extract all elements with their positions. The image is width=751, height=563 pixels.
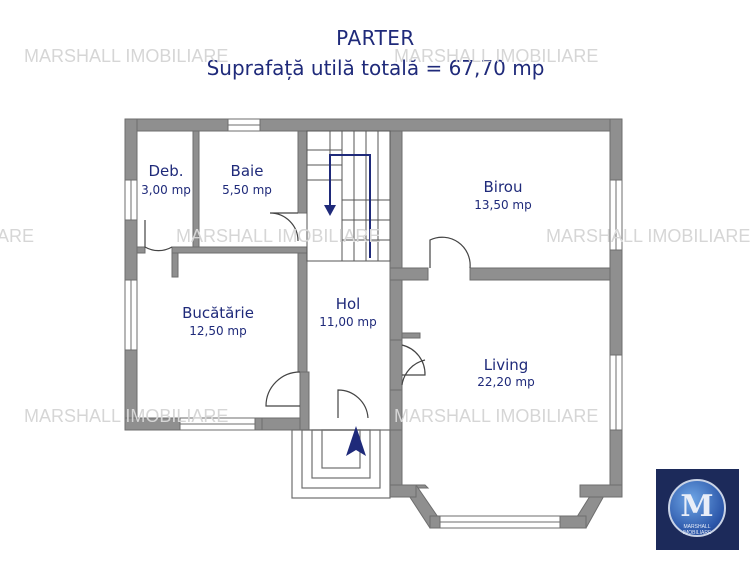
entrance-step-3	[311, 429, 371, 479]
room-hol-area: 11,00 mp	[319, 315, 377, 329]
wall-kitchen-top	[171, 246, 308, 254]
logo-emblem: M MARSHALL IMOBILIARE	[668, 479, 726, 537]
wall-deb-bottom	[136, 246, 146, 254]
plan-subtitle: Suprafață utilă totală = 67,70 mp	[206, 56, 545, 80]
wall-deb-stub	[171, 252, 179, 278]
logo-letter: M	[680, 489, 714, 524]
wall-living-bottom-left	[389, 484, 417, 498]
wall-hol-living-upper	[389, 279, 403, 341]
room-birou-area: 13,50 mp	[474, 198, 532, 212]
wall-top	[124, 118, 623, 132]
watermark-mid: MARSHALL IMOBILIARE	[176, 226, 381, 246]
door-baie	[269, 212, 299, 242]
wall-right	[609, 118, 623, 498]
wall-hol-living-lower	[389, 389, 403, 431]
room-living-area: 22,20 mp	[477, 375, 535, 389]
watermark-top-right: MARSHALL IMOBILIARE	[394, 46, 599, 66]
watermark-bottom-right: MARSHALL IMOBILIARE	[394, 406, 599, 426]
room-living-name: Living	[483, 356, 529, 374]
door-birou	[429, 236, 471, 269]
wall-left	[124, 118, 138, 431]
stair-direction-line	[329, 154, 371, 258]
door-living-2	[401, 359, 426, 386]
wall-baie-hol	[297, 130, 308, 214]
entrance-step-2	[301, 429, 381, 489]
wall-birou-bottom	[469, 267, 611, 281]
door-deb	[144, 220, 173, 252]
wall-living-bottom-right	[579, 484, 623, 498]
room-bucatarie-area: 12,50 mp	[189, 324, 247, 338]
wall-hol-kitchen	[297, 246, 308, 373]
watermark-bottom-left: MARSHALL IMOBILIARE	[24, 406, 229, 426]
wall-birou-bottom-left	[389, 267, 429, 281]
wall-stair-right	[389, 130, 403, 272]
room-bucatarie-name: Bucătărie	[182, 304, 254, 322]
room-hol-name: Hol	[335, 295, 361, 313]
door-entrance	[337, 389, 369, 419]
room-birou-name: Birou	[483, 178, 523, 196]
room-baie-area: 5,50 mp	[222, 183, 272, 197]
door-kitchen	[265, 371, 301, 407]
room-deb-name: Deb.	[148, 162, 184, 180]
watermark-mid-right: MARSHALL IMOBILIARE	[546, 226, 751, 246]
watermark-top: MARSHALL IMOBILIARE	[24, 46, 229, 66]
door-living	[401, 344, 426, 376]
brand-logo: M MARSHALL IMOBILIARE	[656, 469, 739, 550]
room-baie-name: Baie	[230, 162, 264, 180]
plan-title: PARTER	[336, 26, 415, 50]
logo-caption: MARSHALL IMOBILIARE	[682, 524, 712, 536]
entrance-arrow-icon	[346, 426, 366, 456]
wall-hol-bottom	[299, 371, 310, 431]
room-deb-area: 3,00 mp	[141, 183, 191, 197]
watermark-mid-left: IARE	[0, 226, 35, 246]
wall-stub	[401, 332, 421, 339]
stair-arrow-icon	[324, 205, 336, 216]
